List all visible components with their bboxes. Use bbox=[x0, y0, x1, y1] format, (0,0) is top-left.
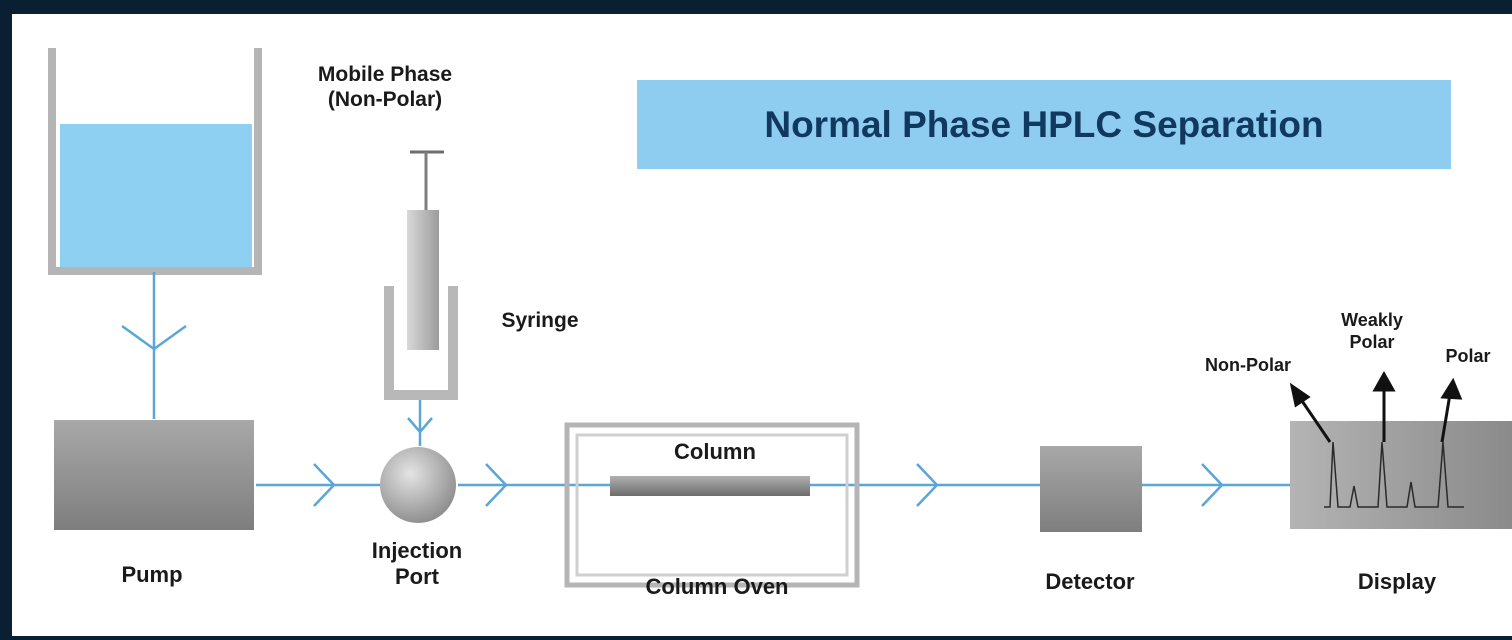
flow-arrows bbox=[121, 324, 1224, 507]
column-oven-outer bbox=[564, 422, 860, 588]
mobile-phase-label-line1: Mobile Phase bbox=[317, 63, 453, 86]
down-arrow-icon bbox=[407, 417, 433, 434]
syringe bbox=[384, 150, 458, 400]
injection-label-line2: Port bbox=[395, 564, 439, 590]
right-arrow-icon bbox=[313, 463, 336, 507]
display-block bbox=[1290, 421, 1512, 529]
pump-block bbox=[54, 420, 254, 530]
injection-port-label: Injection Port bbox=[342, 538, 492, 591]
nonpolar-arrow-line bbox=[1298, 397, 1332, 443]
right-arrow-icon bbox=[916, 463, 939, 507]
up-arrow-icon bbox=[1440, 377, 1463, 400]
syringe-label: Syringe bbox=[501, 309, 579, 332]
chromatogram-trace bbox=[1324, 441, 1464, 508]
polar-arrow-line bbox=[1440, 393, 1452, 443]
column-oven bbox=[564, 422, 860, 588]
detector-label: Detector bbox=[1045, 569, 1135, 594]
peak-label-weakly-polar: Weakly Polar bbox=[1312, 310, 1432, 353]
reservoir-wall bbox=[48, 48, 262, 275]
peak-arrows bbox=[1289, 370, 1463, 443]
column-tube bbox=[610, 476, 810, 496]
syringe-holder bbox=[384, 286, 458, 400]
down-arrow-icon bbox=[121, 324, 187, 351]
mobile-phase-liquid bbox=[60, 124, 252, 267]
diagram-title: Normal Phase HPLC Separation bbox=[764, 103, 1324, 145]
right-arrow-icon bbox=[485, 463, 508, 507]
weakly-polar-line2: Polar bbox=[1349, 331, 1395, 352]
title-banner: Normal Phase HPLC Separation bbox=[637, 80, 1451, 169]
display-label: Display bbox=[1357, 569, 1437, 594]
display-unit bbox=[1290, 421, 1512, 529]
injection-label-line1: Injection bbox=[371, 538, 463, 563]
right-arrow-icon bbox=[1201, 463, 1224, 507]
pump-label: Pump bbox=[121, 562, 183, 587]
weakly-polar-line1: Weakly bbox=[1341, 310, 1403, 330]
column-oven-inner bbox=[575, 433, 849, 577]
mobile-phase-reservoir bbox=[48, 48, 262, 275]
peak-label-polar: Polar bbox=[1445, 346, 1491, 366]
hplc-diagram-svg bbox=[48, 48, 1512, 588]
syringe-barrel bbox=[407, 210, 439, 350]
detector-block bbox=[1040, 446, 1142, 532]
column-label: Column bbox=[674, 439, 756, 464]
peak-label-nonpolar: Non-Polar bbox=[1204, 355, 1291, 375]
diagram-canvas: Normal Phase HPLC Separation Mobile Phas… bbox=[12, 14, 1512, 636]
up-left-arrow-icon bbox=[1289, 382, 1311, 408]
column-oven-label: Column Oven bbox=[645, 574, 789, 599]
injection-port-ball bbox=[380, 447, 456, 523]
mobile-phase-label: Mobile Phase (Non-Polar) bbox=[270, 62, 500, 112]
up-arrow-icon bbox=[1372, 370, 1396, 392]
mobile-phase-label-line2: (Non-Polar) bbox=[327, 88, 443, 112]
